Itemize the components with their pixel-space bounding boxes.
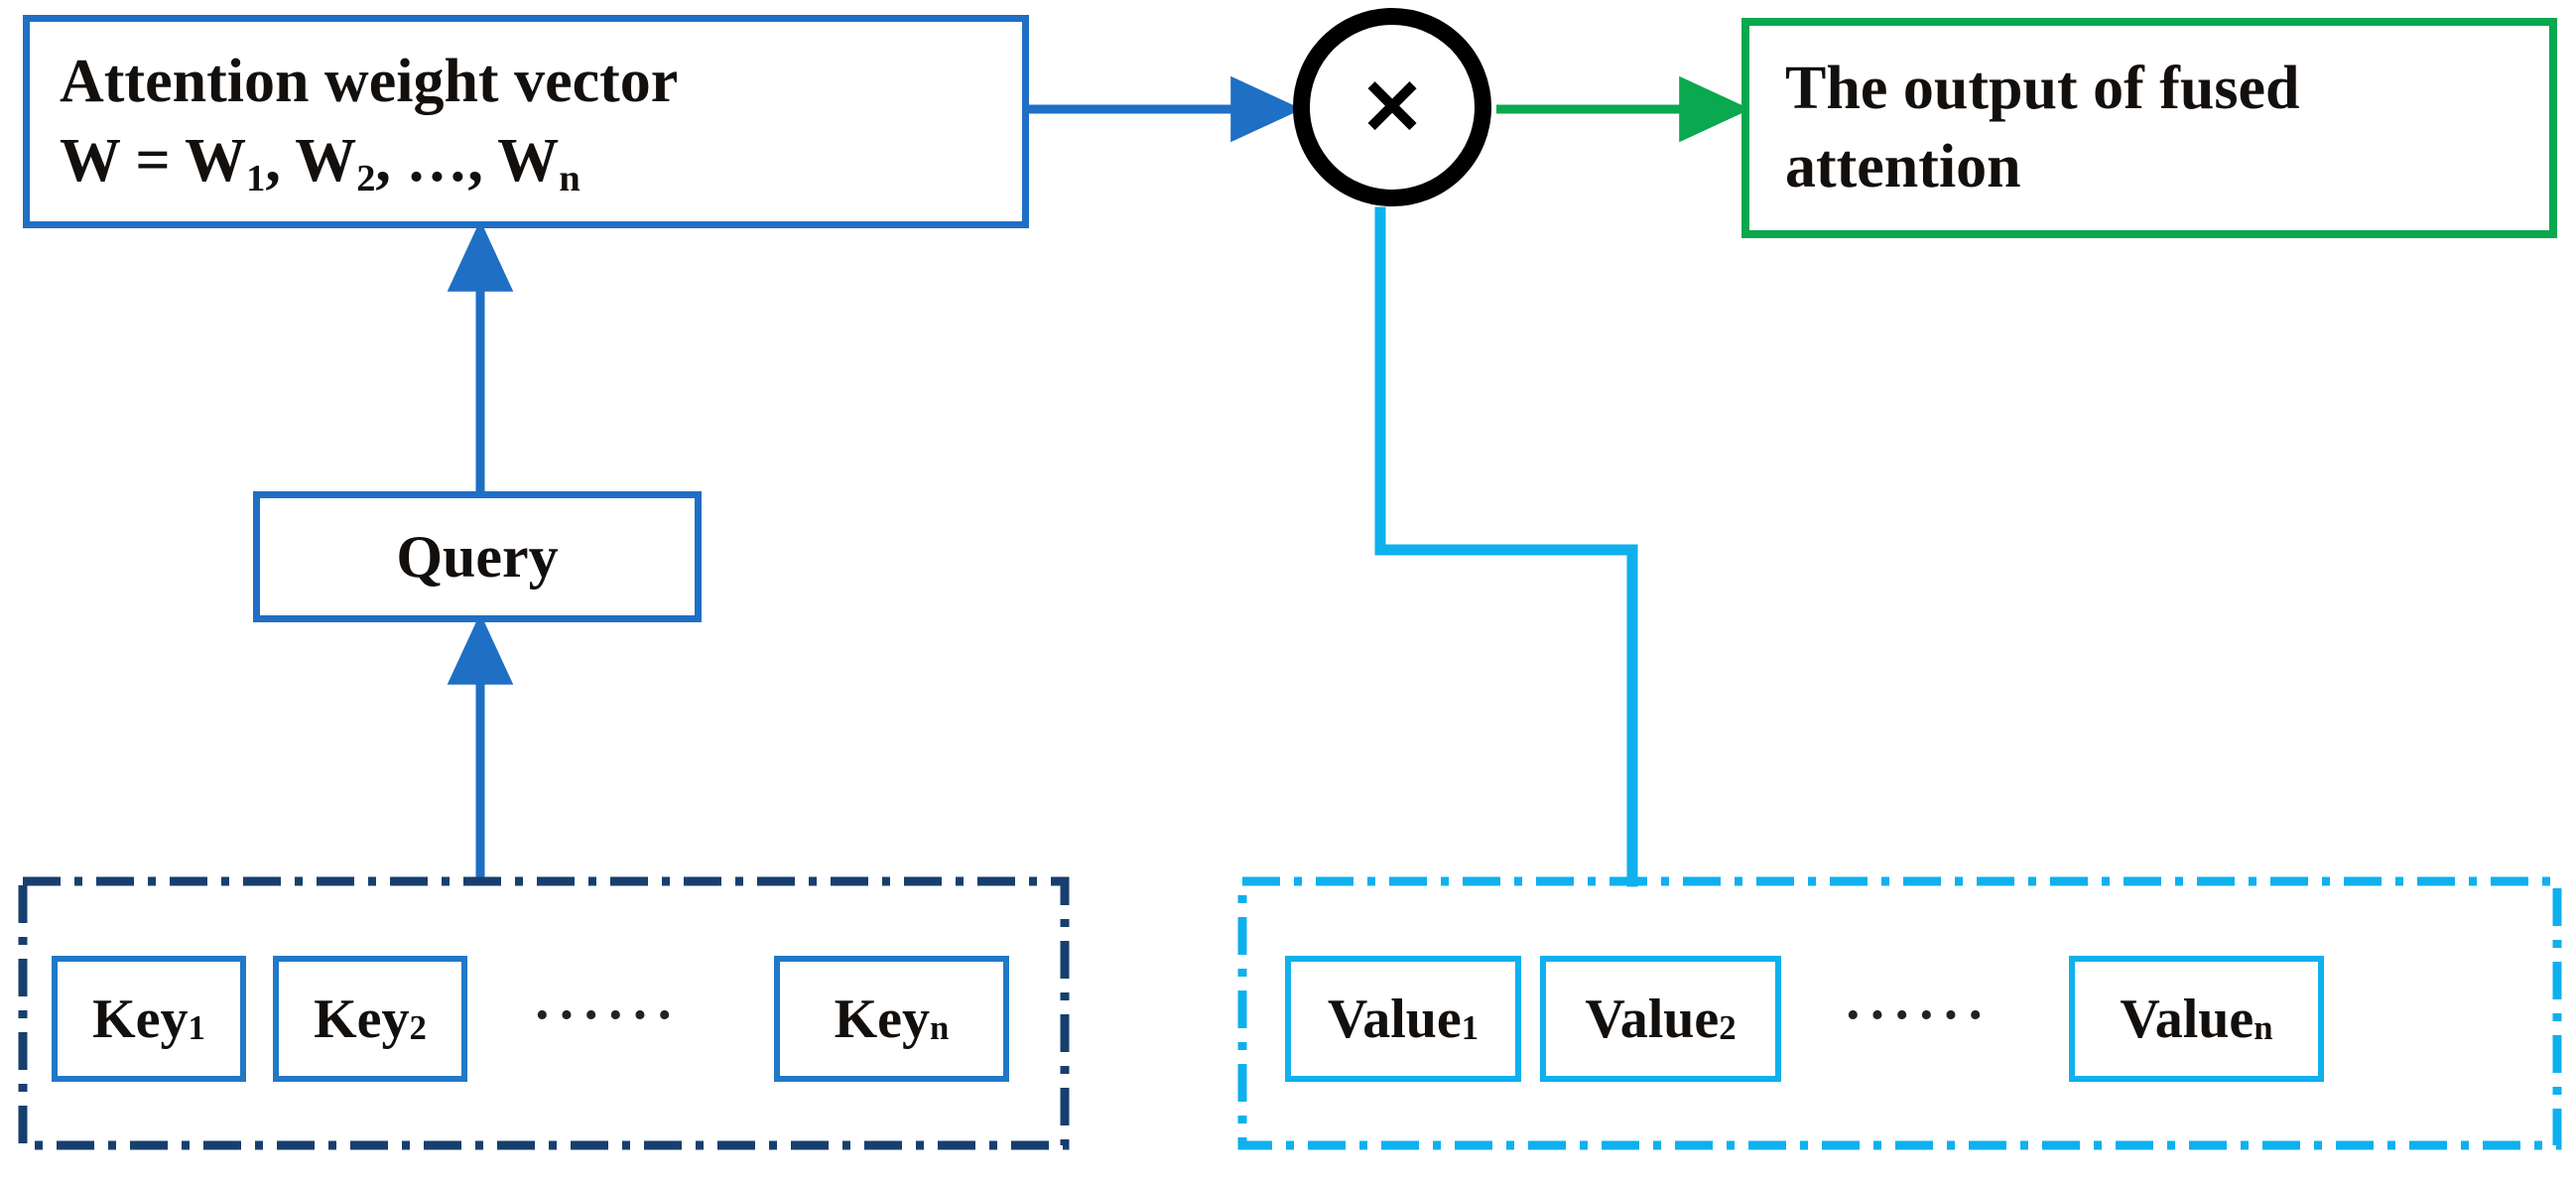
value-box-n-sub: n [2254, 1008, 2273, 1048]
attention-weight-vector-box: Attention weight vector W = W1, W2, …, W… [23, 15, 1029, 228]
attention-weight-sub-2: 2 [356, 158, 376, 200]
connector-values-to-multiply [1374, 206, 1638, 887]
query-box: Query [253, 491, 702, 622]
output-box-line2: attention [1785, 133, 2021, 200]
attention-weight-line2: W = W1, W2, …, Wn [60, 122, 678, 200]
key-box-1-sub: 1 [188, 1008, 205, 1048]
value-box-2-label: Value [1585, 988, 1720, 1050]
multiply-icon: ✕ [1359, 64, 1425, 151]
key-box-2-sub: 2 [409, 1008, 427, 1048]
key-box-n-label: Key [834, 988, 931, 1050]
attention-weight-formula-mid1: , W [265, 126, 357, 195]
key-box-2-label: Key [314, 988, 410, 1050]
output-box-line1: The output of fused [1785, 54, 2300, 122]
key-box-n-sub: n [930, 1008, 950, 1048]
value-group-ellipsis: ······ [1843, 985, 1992, 1046]
value-box-2-sub: 2 [1719, 1008, 1737, 1048]
key-group-ellipsis: ······ [532, 985, 681, 1046]
value-box-1-sub: 1 [1461, 1008, 1480, 1048]
attention-weight-formula-prefix: W = W [60, 126, 247, 195]
attention-weight-formula-mid2: , …, W [375, 126, 560, 195]
multiply-operator-node: ✕ [1293, 8, 1491, 206]
query-box-label: Query [396, 523, 559, 590]
key-box-1-label: Key [92, 988, 189, 1050]
value-box-1-label: Value [1327, 988, 1462, 1050]
fused-attention-output-box: The output of fused attention [1741, 18, 2557, 238]
attention-weight-sub-n: n [559, 158, 580, 200]
attention-weight-line1: Attention weight vector [60, 48, 679, 116]
value-box-n-label: Value [2120, 988, 2254, 1050]
attention-weight-sub-1: 1 [246, 158, 266, 200]
